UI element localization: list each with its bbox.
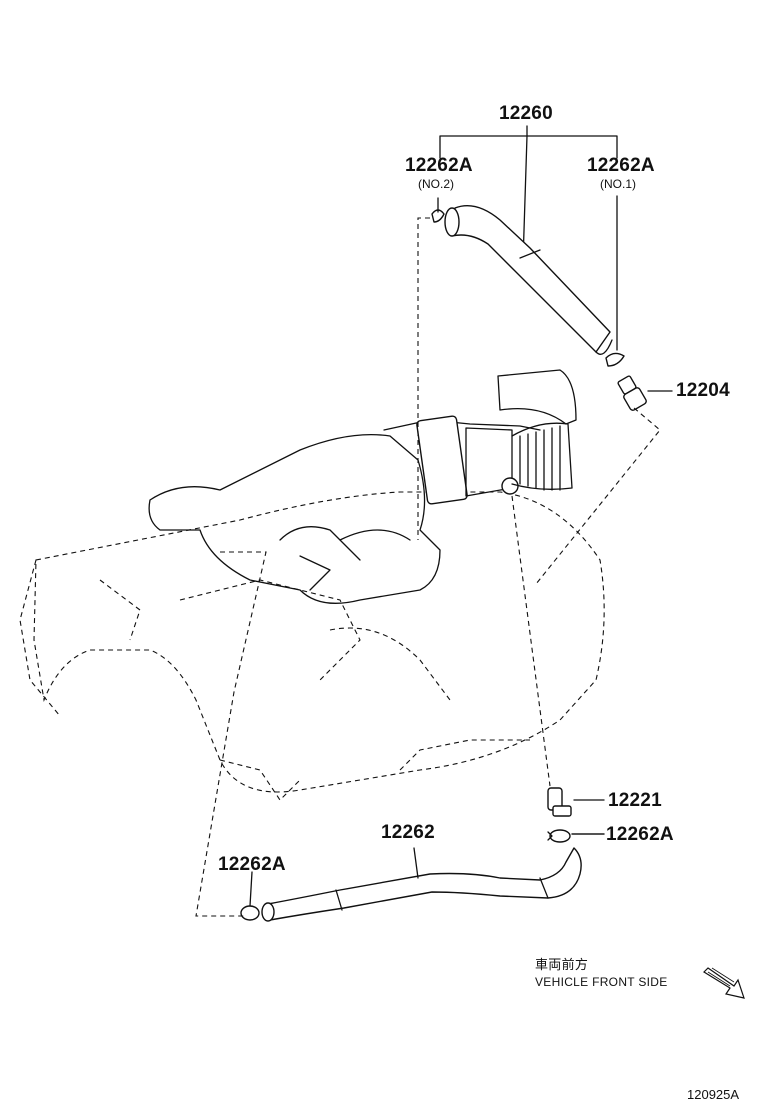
illustration-code: 120925A xyxy=(687,1087,740,1102)
callout-12262: 12262 xyxy=(381,822,435,843)
callout-12260: 12260 xyxy=(499,103,553,124)
callout-12262a-no1: 12262A xyxy=(587,155,655,176)
direction-arrow-icon xyxy=(703,967,745,999)
clamp-12262a-union xyxy=(547,829,605,843)
routing-lines xyxy=(195,217,661,917)
callout-12204: 12204 xyxy=(676,380,730,401)
hose-12260-upper xyxy=(444,205,613,355)
engine-outline xyxy=(19,491,605,801)
callout-bracket-12260 xyxy=(439,125,618,263)
direction-label-japanese: 車両前方 xyxy=(535,957,589,972)
callout-12262a-union: 12262A xyxy=(606,824,674,845)
callout-12262a-no2: 12262A xyxy=(405,155,473,176)
clamp-12262a-no2 xyxy=(431,197,445,223)
callout-12262a-no1-note: (NO.1) xyxy=(600,177,636,191)
hose-12262-lower xyxy=(261,847,582,922)
intake-manifold xyxy=(148,369,577,604)
clamp-12262a-no1 xyxy=(605,195,625,367)
direction-label-english: VEHICLE FRONT SIDE xyxy=(535,975,668,989)
union-12221 xyxy=(547,787,605,817)
callout-12262a-no2-note: (NO.2) xyxy=(418,177,454,191)
callout-12221: 12221 xyxy=(608,790,662,811)
pcv-valve-12204 xyxy=(617,375,673,411)
callout-12262a-lower: 12262A xyxy=(218,854,286,875)
clamp-12262a-lower xyxy=(240,871,260,921)
